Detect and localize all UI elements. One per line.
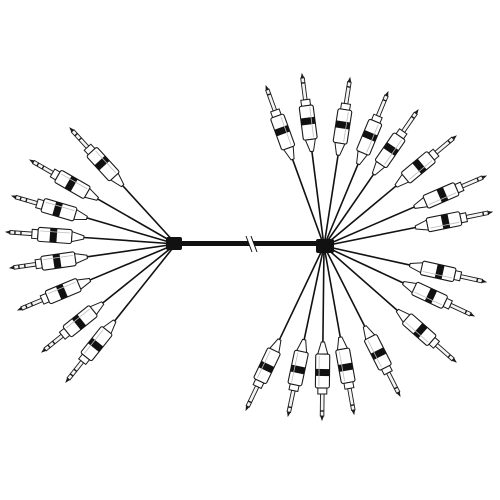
main-trunk-cable	[166, 235, 334, 253]
left-plug-3	[10, 194, 88, 222]
right-plug-15	[286, 338, 309, 418]
right-cable-6	[323, 185, 397, 247]
right-cable-12	[323, 245, 366, 327]
right-cable-2	[311, 151, 325, 247]
right-cable-3	[323, 154, 339, 247]
right-plug-14	[314, 341, 331, 422]
right-cable-11	[323, 245, 398, 312]
left-cable-7	[102, 243, 177, 304]
left-plug-4	[4, 226, 85, 245]
right-cable-9	[323, 245, 411, 266]
left-cable-5	[87, 243, 177, 258]
right-plug-3	[332, 76, 353, 156]
right-cable-1	[291, 159, 325, 247]
left-plug-5	[8, 251, 88, 271]
right-cable-8	[323, 226, 416, 247]
right-cable-13	[323, 245, 342, 338]
right-plug-2	[298, 72, 318, 153]
right-plug-13	[335, 336, 356, 416]
left-plug-6	[16, 277, 92, 311]
right-plug-10	[402, 281, 476, 317]
right-plug-12	[362, 325, 401, 398]
right-cable-16	[278, 245, 325, 340]
left-cable-3	[86, 217, 177, 245]
right-cable-4	[323, 163, 359, 247]
cable-break-marker	[246, 236, 257, 252]
left-junction-boot	[166, 237, 182, 250]
right-cable-10	[323, 245, 404, 284]
left-plug-2	[28, 159, 100, 201]
left-cable-2	[97, 198, 177, 245]
right-plug-8	[414, 210, 494, 233]
left-plug-8	[65, 319, 117, 383]
left-plug-1	[69, 127, 125, 188]
right-plug-6	[394, 135, 457, 188]
right-plug-4	[356, 90, 389, 166]
right-cable-5	[323, 173, 375, 247]
right-junction-boot	[316, 239, 334, 253]
left-cable-6	[89, 243, 177, 281]
right-cable-15	[303, 245, 325, 340]
left-cable-1	[122, 185, 177, 245]
plug-layer	[4, 72, 494, 422]
right-plug-16	[245, 338, 282, 412]
right-plug-9	[408, 260, 488, 284]
right-plug-7	[413, 175, 488, 209]
cable-layer	[83, 151, 416, 343]
right-plug-5	[371, 109, 419, 176]
left-cable-8	[113, 243, 177, 322]
right-plug-11	[395, 308, 457, 363]
left-cable-4	[83, 236, 177, 245]
left-plug-7	[41, 301, 105, 353]
right-plug-1	[265, 84, 296, 161]
right-cable-14	[322, 245, 325, 343]
right-cable-7	[323, 206, 415, 247]
